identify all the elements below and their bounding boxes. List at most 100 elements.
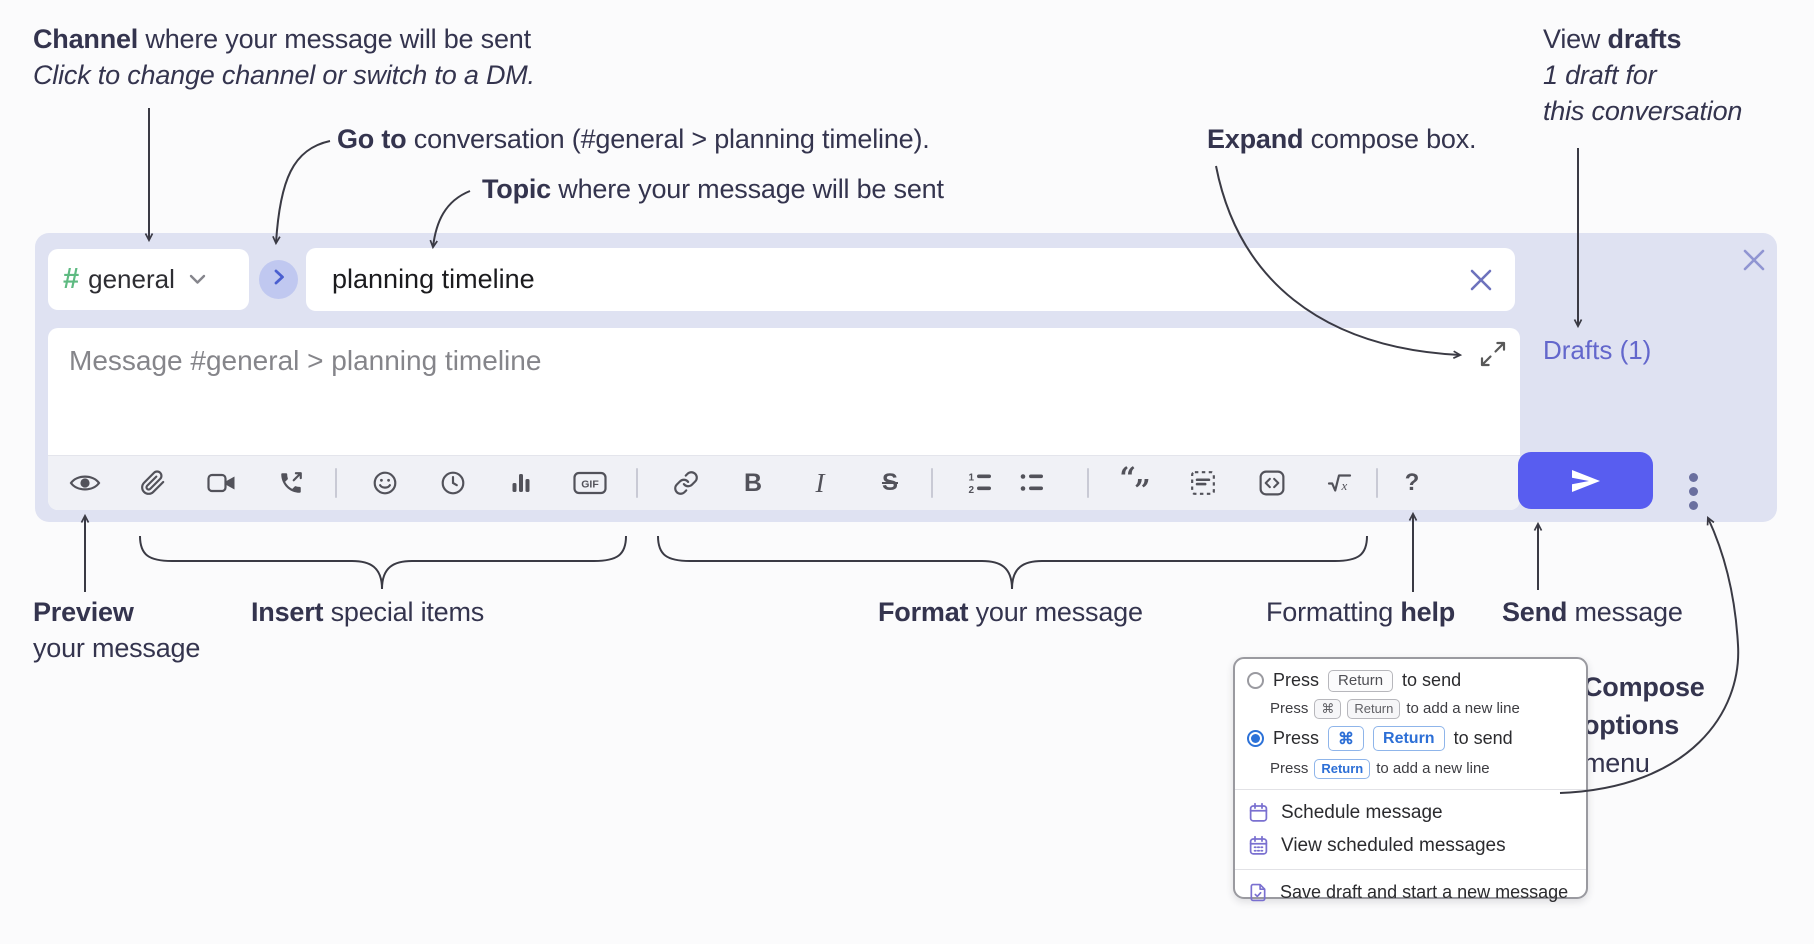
calendar-grid-icon [1249, 835, 1268, 855]
annotation-send: Send message [1502, 597, 1683, 627]
emoji-button[interactable] [362, 456, 408, 510]
toolbar-divider [614, 456, 660, 510]
menu-item-save-draft[interactable]: Save draft and start a new message [1235, 876, 1586, 909]
blockquote-icon: “” [1119, 460, 1150, 507]
code-block-button[interactable] [1180, 456, 1226, 510]
poll-button[interactable] [498, 456, 544, 510]
gif-icon: GIF [573, 471, 607, 495]
option2-sub-after: to add a new line [1376, 760, 1490, 777]
annotation-formatting-help: Formatting help [1266, 597, 1456, 627]
return-keycap: Return [1373, 726, 1445, 751]
option1-sub-after: to add a new line [1406, 700, 1520, 717]
chevron-down-icon [189, 274, 206, 285]
radio-unselected-icon[interactable] [1247, 672, 1264, 689]
dot-icon [1689, 473, 1698, 482]
goto-conversation-button[interactable] [259, 260, 298, 299]
toolbar-divider-line [1376, 468, 1378, 498]
topic-input[interactable] [330, 263, 1469, 296]
channel-hash-icon: # [63, 263, 80, 295]
calendar-icon [1249, 802, 1268, 822]
brace-insert-items [139, 535, 627, 590]
link-button[interactable] [663, 456, 709, 510]
audio-call-button[interactable] [268, 456, 314, 510]
formatting-help-icon: ? [1404, 469, 1420, 496]
inline-code-button[interactable] [1249, 456, 1295, 510]
menu-option1-subtext: Press ⌘ Return to add a new line [1235, 695, 1586, 722]
channel-selector[interactable]: # general [48, 249, 249, 310]
italic-icon: I [815, 467, 825, 498]
menu-item-label: View scheduled messages [1281, 834, 1506, 856]
close-icon[interactable] [1741, 247, 1767, 273]
menu-item-schedule-message[interactable]: Schedule message [1235, 796, 1586, 829]
expand-compose-icon[interactable] [1480, 341, 1506, 367]
poll-icon [509, 471, 533, 495]
bold-button[interactable]: B [730, 456, 776, 510]
toolbar-divider [1354, 456, 1400, 510]
audio-call-icon [278, 470, 304, 496]
formatting-help-button[interactable]: ? [1389, 456, 1435, 510]
brace-format-message [657, 535, 1368, 590]
video-clip-icon [207, 472, 237, 494]
blockquote-button[interactable]: “” [1111, 456, 1157, 510]
option2-press: Press [1273, 728, 1320, 748]
channel-name: general [88, 264, 175, 294]
draft-document-icon [1250, 883, 1266, 902]
annotation-view-drafts: View drafts 1 draft for this conversatio… [1543, 21, 1742, 129]
compose-box: # general Message #general > planning ti… [35, 233, 1777, 522]
bulleted-list-icon [1018, 471, 1046, 495]
drafts-link[interactable]: Drafts (1) [1543, 335, 1652, 365]
option1-press: Press [1273, 670, 1320, 690]
arrow-goto [272, 140, 331, 246]
toolbar-divider [313, 456, 359, 510]
cmd-keycap: ⌘ [1328, 726, 1365, 751]
annotation-preview: Preview your message [33, 597, 201, 663]
recent-button[interactable] [430, 456, 476, 510]
annotation-compose-options: Compose options menu [1583, 672, 1705, 778]
dot-icon [1689, 487, 1698, 496]
message-placeholder: Message #general > planning timeline [69, 345, 542, 376]
formula-icon: x [1327, 471, 1357, 495]
strikethrough-icon: S [881, 469, 898, 496]
message-editor[interactable]: Message #general > planning timeline GIF… [48, 328, 1520, 510]
topic-clear-icon[interactable] [1469, 268, 1493, 292]
bold-icon: B [743, 468, 763, 497]
inline-code-icon [1259, 470, 1285, 496]
link-icon [673, 470, 699, 496]
menu-item-label: Save draft and start a new message [1280, 882, 1569, 902]
annotation-view-drafts-line3: this conversation [1543, 96, 1743, 126]
annotation-channel-line2: Click to change channel or switch to a D… [33, 60, 535, 90]
topic-field [306, 248, 1515, 311]
annotation-view-drafts-line1: View drafts [1543, 24, 1682, 54]
annotation-view-drafts-line2: 1 draft for [1543, 60, 1657, 90]
recent-icon [440, 470, 466, 496]
svg-text:2: 2 [969, 485, 975, 495]
menu-divider [1235, 789, 1586, 790]
gif-button[interactable]: GIF [567, 456, 613, 510]
italic-button[interactable]: I [797, 456, 843, 510]
annotation-channel-line1: Channel where your message will be sent [33, 24, 531, 54]
attach-button[interactable] [130, 456, 176, 510]
preview-button[interactable] [62, 456, 108, 510]
option1-after: to send [1402, 670, 1462, 690]
chevron-right-icon [269, 267, 289, 292]
compose-options-button[interactable] [1683, 467, 1704, 516]
video-clip-button[interactable] [199, 456, 245, 510]
menu-option-return-to-send[interactable]: Press Return to send [1235, 666, 1586, 695]
strikethrough-button[interactable]: S [867, 456, 913, 510]
bulleted-list-button[interactable] [1009, 456, 1055, 510]
toolbar-divider-line [636, 468, 638, 498]
option2-sub-press: Press [1270, 760, 1309, 777]
send-button[interactable] [1518, 452, 1653, 509]
radio-selected-icon[interactable] [1247, 730, 1264, 747]
toolbar-divider [1065, 456, 1111, 510]
menu-option-cmd-return-to-send[interactable]: Press ⌘ Return to send [1235, 722, 1586, 755]
menu-option2-subtext: Press Return to add a new line [1235, 755, 1586, 782]
menu-item-view-scheduled[interactable]: View scheduled messages [1235, 829, 1586, 862]
svg-text:1: 1 [969, 473, 975, 484]
return-keycap: Return [1328, 669, 1394, 692]
formula-button[interactable]: x [1319, 456, 1365, 510]
send-plane-icon [1569, 468, 1603, 494]
